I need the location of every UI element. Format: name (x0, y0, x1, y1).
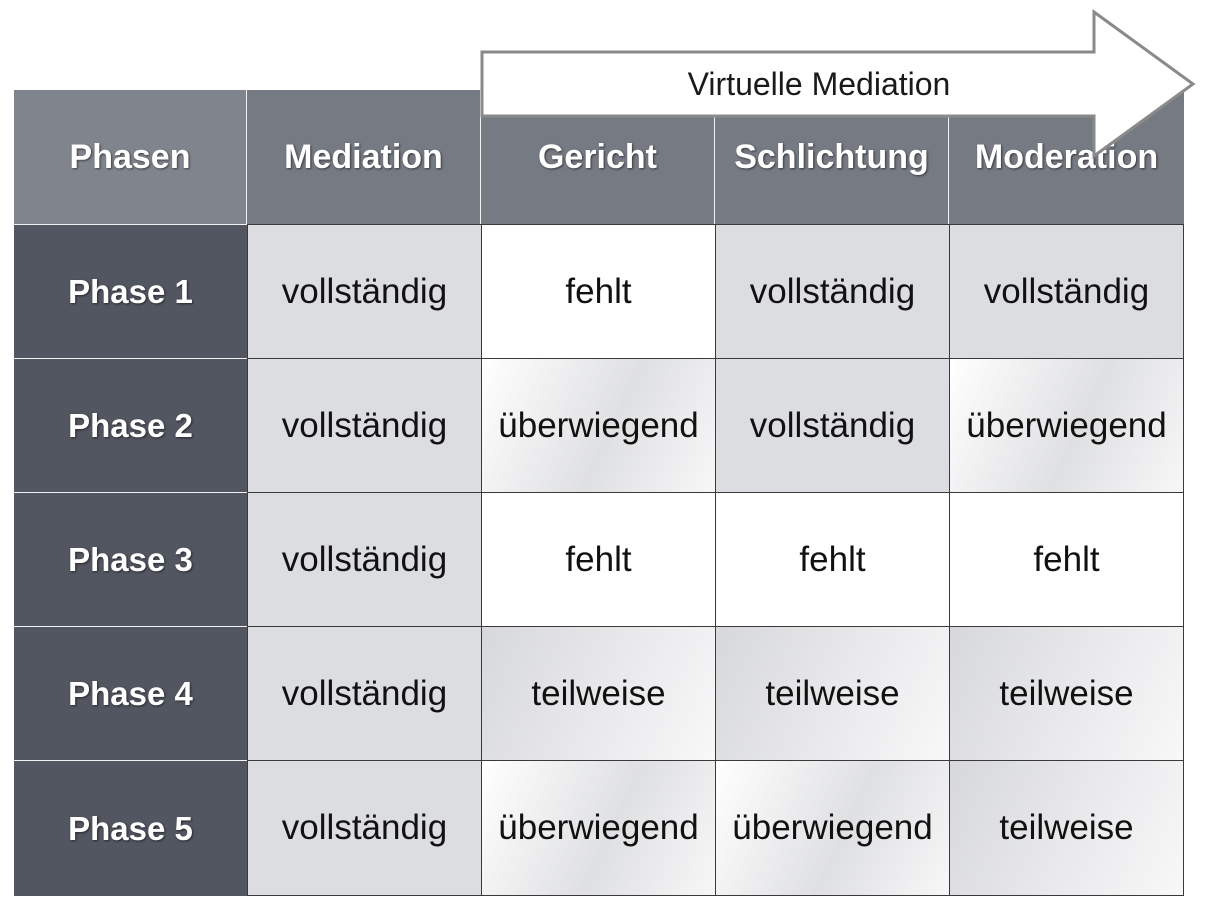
arrow-label: Virtuelle Mediation (687, 65, 951, 102)
cell-phase3-moderation: fehlt (949, 492, 1184, 626)
cell-phase5-schlichtung: überwiegend (715, 760, 949, 896)
row-header-phase-1: Phase 1 (14, 224, 247, 358)
cell-phase4-mediation: vollständig (247, 626, 481, 760)
column-header-mediation: Mediation (247, 90, 481, 224)
cell-phase2-moderation: überwiegend (949, 358, 1184, 492)
cell-phase5-gericht: überwiegend (481, 760, 715, 896)
cell-phase4-moderation: teilweise (949, 626, 1184, 760)
cell-phase5-mediation: vollständig (247, 760, 481, 896)
cell-phase2-mediation: vollständig (247, 358, 481, 492)
cell-phase1-schlichtung: vollständig (715, 224, 949, 358)
row-header-phase-2: Phase 2 (14, 358, 247, 492)
cell-phase4-gericht: teilweise (481, 626, 715, 760)
cell-phase1-gericht: fehlt (481, 224, 715, 358)
cell-phase2-schlichtung: vollständig (715, 358, 949, 492)
cell-phase3-mediation: vollständig (247, 492, 481, 626)
row-header-phase-3: Phase 3 (14, 492, 247, 626)
cell-phase3-schlichtung: fehlt (715, 492, 949, 626)
cell-phase3-gericht: fehlt (481, 492, 715, 626)
phase-comparison-table: Phasen Mediation Gericht Schlichtung Mod… (14, 90, 1184, 896)
corner-header: Phasen (14, 90, 247, 224)
row-header-phase-4: Phase 4 (14, 626, 247, 760)
cell-phase1-moderation: vollständig (949, 224, 1184, 358)
cell-phase2-gericht: überwiegend (481, 358, 715, 492)
cell-phase1-mediation: vollständig (247, 224, 481, 358)
cell-phase5-moderation: teilweise (949, 760, 1184, 896)
cell-phase4-schlichtung: teilweise (715, 626, 949, 760)
row-header-phase-5: Phase 5 (14, 760, 247, 896)
